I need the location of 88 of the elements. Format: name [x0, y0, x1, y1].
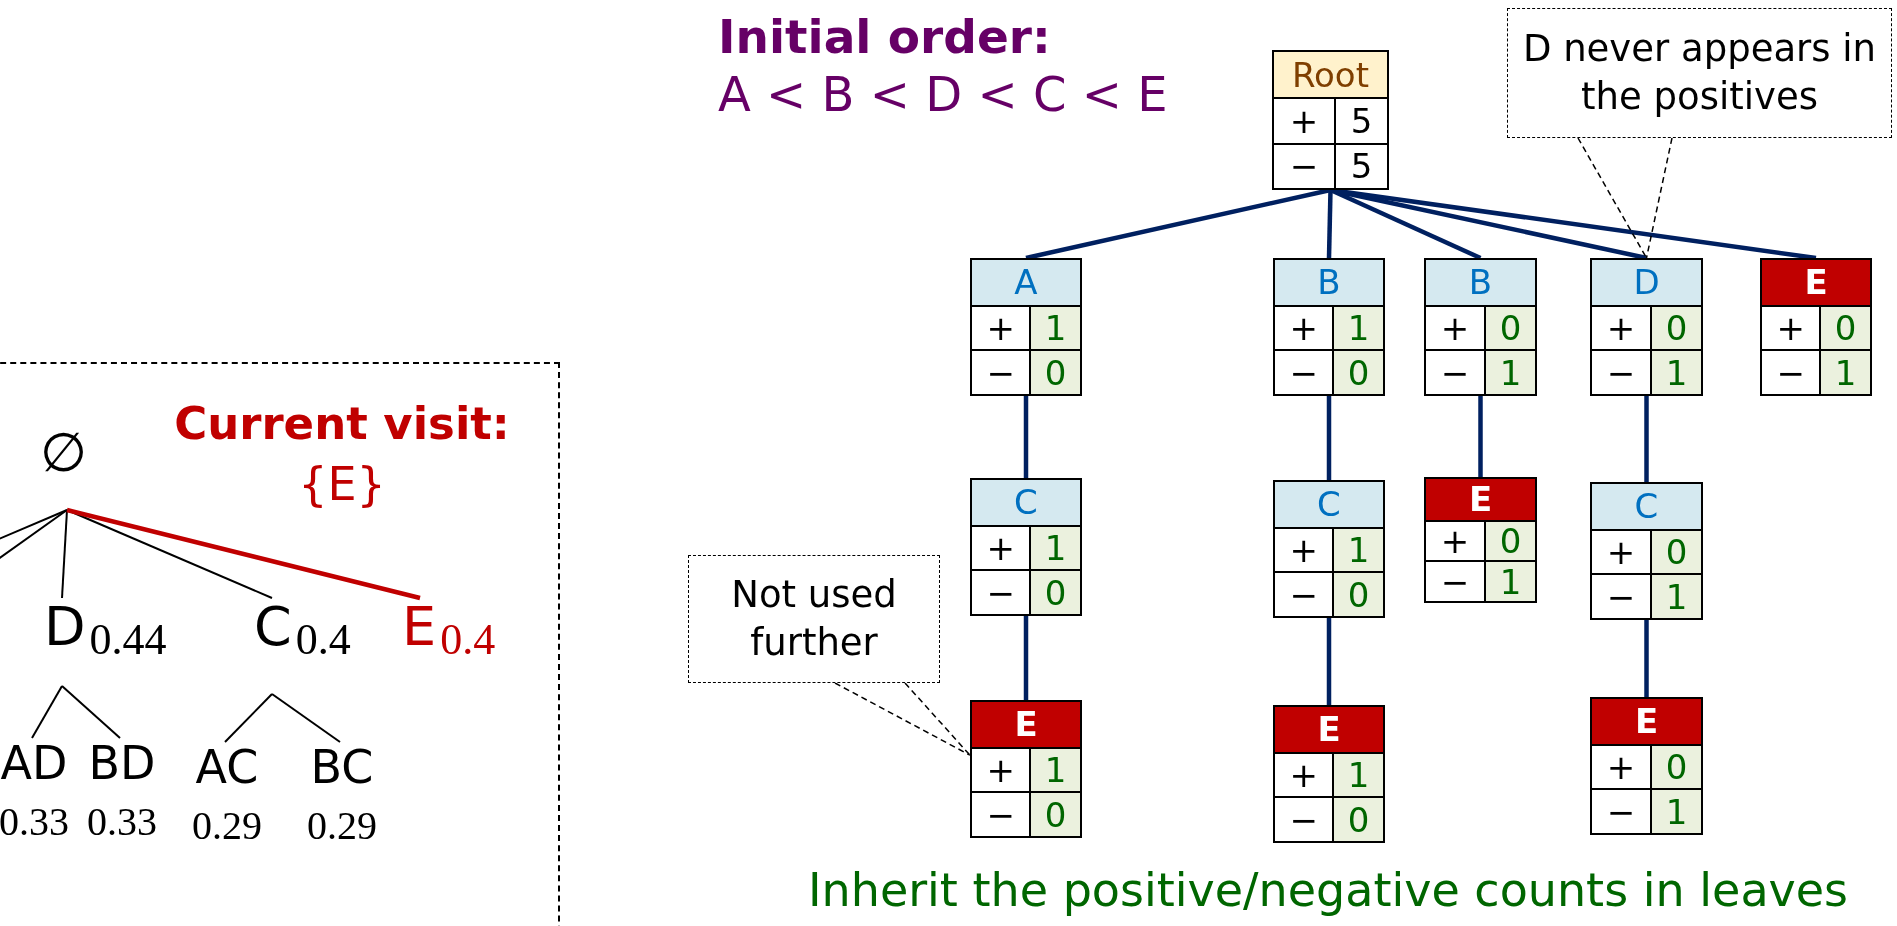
order-text: A < B < D < C < E: [718, 65, 1168, 124]
count-table: [970, 478, 1082, 616]
panel-subheading: {E}: [297, 456, 387, 513]
table-header: E: [1592, 699, 1701, 744]
count-table: [1424, 477, 1537, 603]
count-cell: 1: [1031, 524, 1080, 570]
count-cell: 1: [1485, 560, 1535, 601]
count-table: [1760, 258, 1872, 396]
connector-line: [61, 509, 68, 599]
count-cell: 0: [1821, 304, 1870, 350]
callout-box: D never appears in the positives: [1507, 8, 1892, 138]
itemset-label: BC: [310, 744, 374, 790]
table-header: Root: [1274, 52, 1387, 98]
count-cell: 0: [1651, 528, 1701, 574]
count-table: [970, 258, 1082, 396]
itemset-label: C: [254, 600, 292, 654]
order-heading: Initial order:: [718, 8, 1051, 66]
itemset-label: BD: [88, 740, 156, 786]
count-cell: 1: [1334, 526, 1383, 572]
connector-line: [61, 685, 121, 739]
table-header: E: [1426, 479, 1535, 520]
count-table: [1590, 258, 1703, 396]
count-cell: 1: [1485, 349, 1535, 394]
count-cell: 1: [1334, 751, 1383, 797]
connector-line: [1326, 189, 1333, 259]
connector-line: [271, 693, 341, 743]
count-cell: 1: [1031, 746, 1080, 792]
count-table: [1424, 258, 1537, 396]
count-cell: 1: [1651, 349, 1701, 394]
table-header: B: [1426, 260, 1535, 305]
count-cell: 0: [1031, 791, 1080, 836]
support-value: 0.29: [192, 806, 262, 846]
connector-line: [1644, 620, 1649, 697]
leader-line: [1577, 137, 1673, 259]
leader-line: [834, 682, 971, 756]
table-header: D: [1592, 260, 1701, 305]
count-cell: 1: [1651, 788, 1701, 833]
connector-line: [66, 507, 421, 601]
caption: Inherit the positive/negative counts in leaves: [808, 862, 1849, 919]
itemset-label: D: [44, 600, 86, 654]
count-table: [1273, 705, 1385, 843]
support-value: 0.4: [440, 618, 496, 662]
count-cell: 0: [1485, 304, 1535, 350]
count-cell: 0: [1651, 743, 1701, 789]
count-cell: 0: [1031, 569, 1080, 614]
connector-line: [1478, 396, 1483, 477]
support-value: 0.29: [307, 806, 377, 846]
panel-heading: Current visit:: [173, 396, 511, 452]
connector-line: [1023, 616, 1029, 700]
count-cell: 1: [1651, 573, 1701, 618]
connector-line: [224, 693, 273, 743]
count-table: [1590, 697, 1703, 835]
table-header: C: [1592, 484, 1701, 529]
count-table: [1273, 258, 1385, 396]
count-table: [1272, 50, 1389, 190]
callout-box: Not used further: [688, 555, 940, 683]
count-cell: 0: [1031, 349, 1080, 394]
connector-line: [1644, 396, 1649, 482]
connector-line: [31, 685, 63, 739]
support-value: 0.33: [87, 802, 157, 842]
connector-line: [1023, 396, 1029, 478]
table-header: E: [1762, 260, 1870, 305]
count-cell: 1: [1334, 304, 1383, 350]
count-table: [970, 700, 1082, 838]
itemset-label: E: [402, 600, 437, 654]
support-value: 0.44: [89, 618, 167, 662]
count-cell: 0: [1334, 796, 1383, 841]
count-table: [1590, 482, 1703, 620]
itemset-label: AD: [0, 740, 68, 786]
count-cell: 1: [1821, 349, 1870, 394]
count-cell: 0: [1651, 304, 1701, 350]
support-value: 0.33: [0, 802, 69, 842]
connector-line: [1326, 618, 1332, 705]
table-header: E: [1275, 707, 1383, 752]
count-cell: 0: [1334, 349, 1383, 394]
table-header: B: [1275, 260, 1383, 305]
count-cell: 0: [1485, 519, 1535, 561]
connector-line: [1326, 396, 1332, 480]
itemset-label: ∅: [40, 426, 88, 480]
table-header: C: [1275, 482, 1383, 527]
table-header: C: [972, 480, 1080, 525]
table-header: A: [972, 260, 1080, 305]
table-header: E: [972, 702, 1080, 747]
itemset-label: AC: [195, 744, 259, 790]
count-table: [1273, 480, 1385, 618]
support-value: 0.4: [295, 618, 351, 662]
count-cell: 1: [1031, 304, 1080, 350]
count-cell: 0: [1334, 571, 1383, 616]
